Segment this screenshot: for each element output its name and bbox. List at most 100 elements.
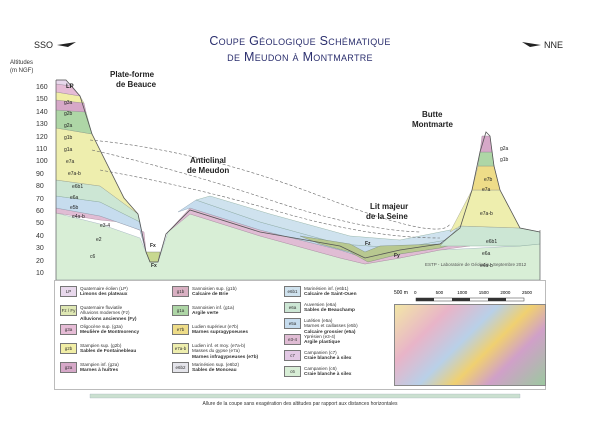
axis-tick-label: 30 bbox=[36, 245, 44, 253]
legend-swatch: g1a bbox=[172, 305, 189, 316]
layer-code: g2a bbox=[500, 146, 509, 152]
eroded-layer-line bbox=[91, 149, 421, 233]
scale-tick-label: 0 bbox=[414, 290, 417, 295]
axis-tick-label: 160 bbox=[36, 84, 48, 91]
legend-text: Sannoisien inf. (g1a)Argile verte bbox=[192, 305, 235, 317]
layer-code: e4a-b bbox=[480, 263, 493, 269]
location-map bbox=[394, 304, 546, 386]
legend-text: Yprésien (e3-4)Argile plastique bbox=[304, 334, 340, 346]
legend-swatch: g2a bbox=[60, 362, 77, 373]
legend-text: Sannoisien sup. (g1b)Calcaire de Brie bbox=[192, 286, 237, 298]
legend-text: Marinésien sup. (e6b2)Sables de Monceau bbox=[192, 362, 239, 374]
layer-code: e4a-b bbox=[72, 214, 85, 220]
axis-tick-label: 120 bbox=[36, 133, 48, 141]
code-fy: Fy bbox=[394, 253, 400, 259]
layer-code: g3a bbox=[64, 100, 73, 106]
legend-swatch: e6b2 bbox=[172, 362, 189, 373]
label-montmartre: Montmarte bbox=[412, 120, 453, 129]
footer-caption: Allure de la coupe sans exagération des … bbox=[202, 401, 398, 407]
layer-code: e6a bbox=[482, 251, 491, 257]
axis-tick-label: 90 bbox=[36, 170, 44, 178]
axis-tick-label: 130 bbox=[36, 121, 48, 129]
axis-tick-label: 60 bbox=[36, 208, 44, 215]
legend-swatch: g1b bbox=[172, 286, 189, 297]
credit-text: ESTP - Laboratoire de Géologie - Septemb… bbox=[425, 262, 527, 267]
layer-code: g2a bbox=[64, 123, 73, 129]
axis-tick-label: 80 bbox=[36, 183, 44, 191]
ground-surface bbox=[56, 79, 541, 263]
butte-g1 bbox=[477, 151, 495, 167]
label-lp: LP bbox=[66, 84, 74, 90]
layer-code: e6b1 bbox=[486, 239, 498, 245]
scale-tick-label: 1000 bbox=[457, 290, 468, 295]
axis-tick-label: 150 bbox=[36, 96, 48, 104]
legend-text: Ludien inf. et moy. (e7a-b)Masses du gyp… bbox=[192, 343, 259, 360]
direction-right: NNE bbox=[544, 40, 564, 50]
legend-swatch: c7 bbox=[284, 350, 301, 361]
axis-tick-label: 40 bbox=[36, 232, 44, 240]
layer-code: e7b bbox=[484, 177, 493, 183]
legend-swatch: e5a bbox=[284, 318, 301, 329]
axis-unit: (m NGF) bbox=[10, 68, 34, 74]
axis-tick-label: 20 bbox=[36, 257, 44, 265]
axis-tick-label: 70 bbox=[36, 195, 44, 203]
layer-code: g2b bbox=[64, 111, 73, 117]
legend-text: Quaternaire éolien (LP)Limons des platea… bbox=[80, 286, 128, 298]
axis-tick-label: 140 bbox=[36, 108, 48, 116]
label-meudon: de Meudon bbox=[187, 166, 230, 175]
layer-code: g1b bbox=[64, 135, 73, 141]
legend-text: Ludien supérieur (e7b)Marnes supragypseu… bbox=[192, 324, 248, 336]
legend-text: Stampien sup. (g2b)Sables de Fontaineble… bbox=[80, 343, 137, 355]
label-beauce: de Beauce bbox=[116, 80, 157, 89]
legend-text: Stampien inf. (g2a)Marnes à huîtres bbox=[80, 362, 119, 374]
layer-code: e3-4 bbox=[100, 223, 111, 229]
layer-code: e7a-b bbox=[480, 211, 493, 217]
layer-code: e7a bbox=[482, 187, 491, 193]
axis-title: Altitudes bbox=[10, 60, 34, 66]
legend-text: Marinésien inf. (e6b1)Calcaire de Saint-… bbox=[304, 286, 357, 298]
legend-swatch: e7a-b bbox=[172, 343, 189, 354]
legend-swatch: e3-4 bbox=[284, 334, 301, 345]
title-line-1: Coupe Géologique Schématique bbox=[209, 34, 391, 48]
direction-left: SSO bbox=[34, 40, 54, 50]
layer-code: e7a-b bbox=[68, 171, 81, 177]
legend-swatch: c6 bbox=[284, 366, 301, 377]
layer-code: g1b bbox=[500, 157, 509, 163]
scale-tick-label: 2000 bbox=[500, 290, 511, 295]
axis-tick-label: 100 bbox=[36, 158, 48, 166]
legend-text: Lutétien (e5a)Marnes et caillasses (e5b)… bbox=[304, 318, 358, 335]
legend-swatch: e6a bbox=[284, 302, 301, 313]
layer-code: e2 bbox=[96, 237, 102, 243]
arrow-right-icon bbox=[522, 42, 541, 47]
layer-code: g1a bbox=[64, 147, 73, 153]
legend-swatch: e7b bbox=[172, 324, 189, 335]
layer-code: c6 bbox=[90, 254, 96, 260]
code-fx: Fx bbox=[150, 243, 156, 249]
label-seine: de la Seine bbox=[366, 212, 408, 221]
arrow-left-icon bbox=[57, 42, 76, 47]
legend-text: Auversien (e6a)Sables de Beauchamp bbox=[304, 302, 355, 314]
scale-tick-label: 2500 bbox=[522, 290, 533, 295]
legend-swatch: g2b bbox=[60, 343, 77, 354]
layer-code: e5b bbox=[70, 205, 79, 211]
legend-text: Campanien (c7)Craie blanche à silex bbox=[304, 350, 352, 362]
label-anticlinal: Anticlinal bbox=[190, 156, 227, 165]
footer-strip bbox=[89, 393, 521, 399]
label-lit: Lit majeur bbox=[370, 202, 409, 211]
title-line-2: de Meudon à Montmartre bbox=[227, 50, 373, 64]
